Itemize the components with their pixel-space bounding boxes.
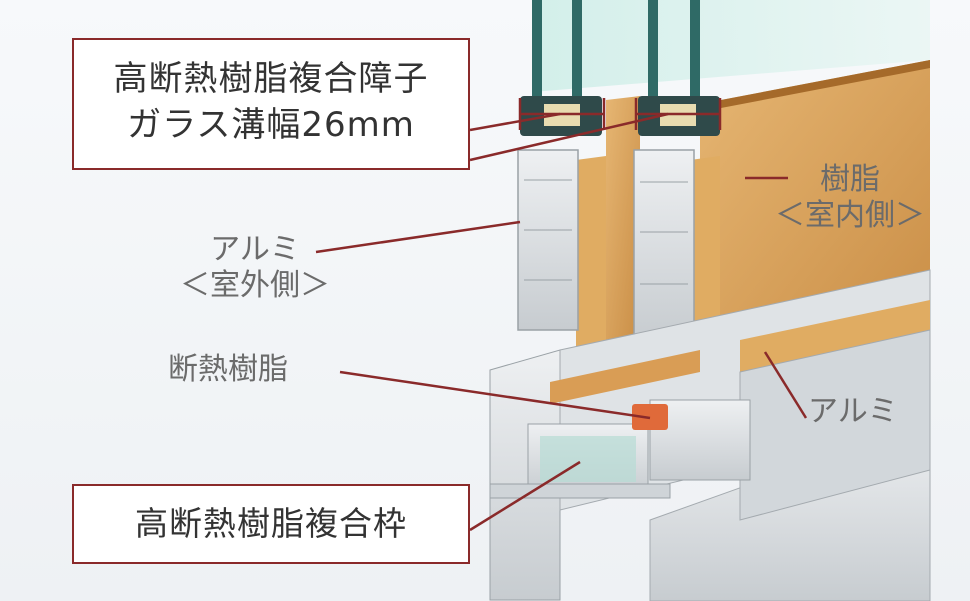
label-aluminum-outer: アルミ ＜室外側＞ <box>150 232 360 304</box>
label-insulating-resin: 断熱樹脂 <box>168 352 288 387</box>
leader-lines <box>315 112 808 532</box>
composite-frame <box>489 269 931 601</box>
label-box-composite-frame: 高断熱樹脂複合枠 <box>72 484 470 564</box>
aluminum-sash-outer <box>517 96 720 341</box>
leader-line-aluminum-inner <box>763 351 808 419</box>
leader-line-box-1b <box>469 112 669 162</box>
label-glass-groove-width: ガラス溝幅26mm <box>127 105 415 145</box>
label-resin-inner-title: 樹脂 <box>820 162 880 197</box>
label-composite-sash: 高断熱樹脂複合障子 <box>113 59 429 99</box>
label-aluminum-outer-side: ＜室外側＞ <box>180 268 330 303</box>
label-box-composite-sash: 高断熱樹脂複合障子 ガラス溝幅26mm <box>72 38 470 170</box>
glass-groove-dimension <box>518 98 722 130</box>
label-resin-inner-side: ＜室内側＞ <box>775 198 925 233</box>
label-aluminum-outer-title: アルミ <box>210 232 300 267</box>
leader-line-insulating-resin <box>339 370 651 420</box>
leader-line-box-1a <box>469 112 561 132</box>
leader-line-aluminum-outer <box>315 220 521 254</box>
leader-line-box-2 <box>469 460 581 532</box>
glass-panes <box>532 0 930 110</box>
label-aluminum-inner: アルミ <box>808 394 898 429</box>
label-resin-inner: 樹脂 ＜室内側＞ <box>770 162 930 234</box>
